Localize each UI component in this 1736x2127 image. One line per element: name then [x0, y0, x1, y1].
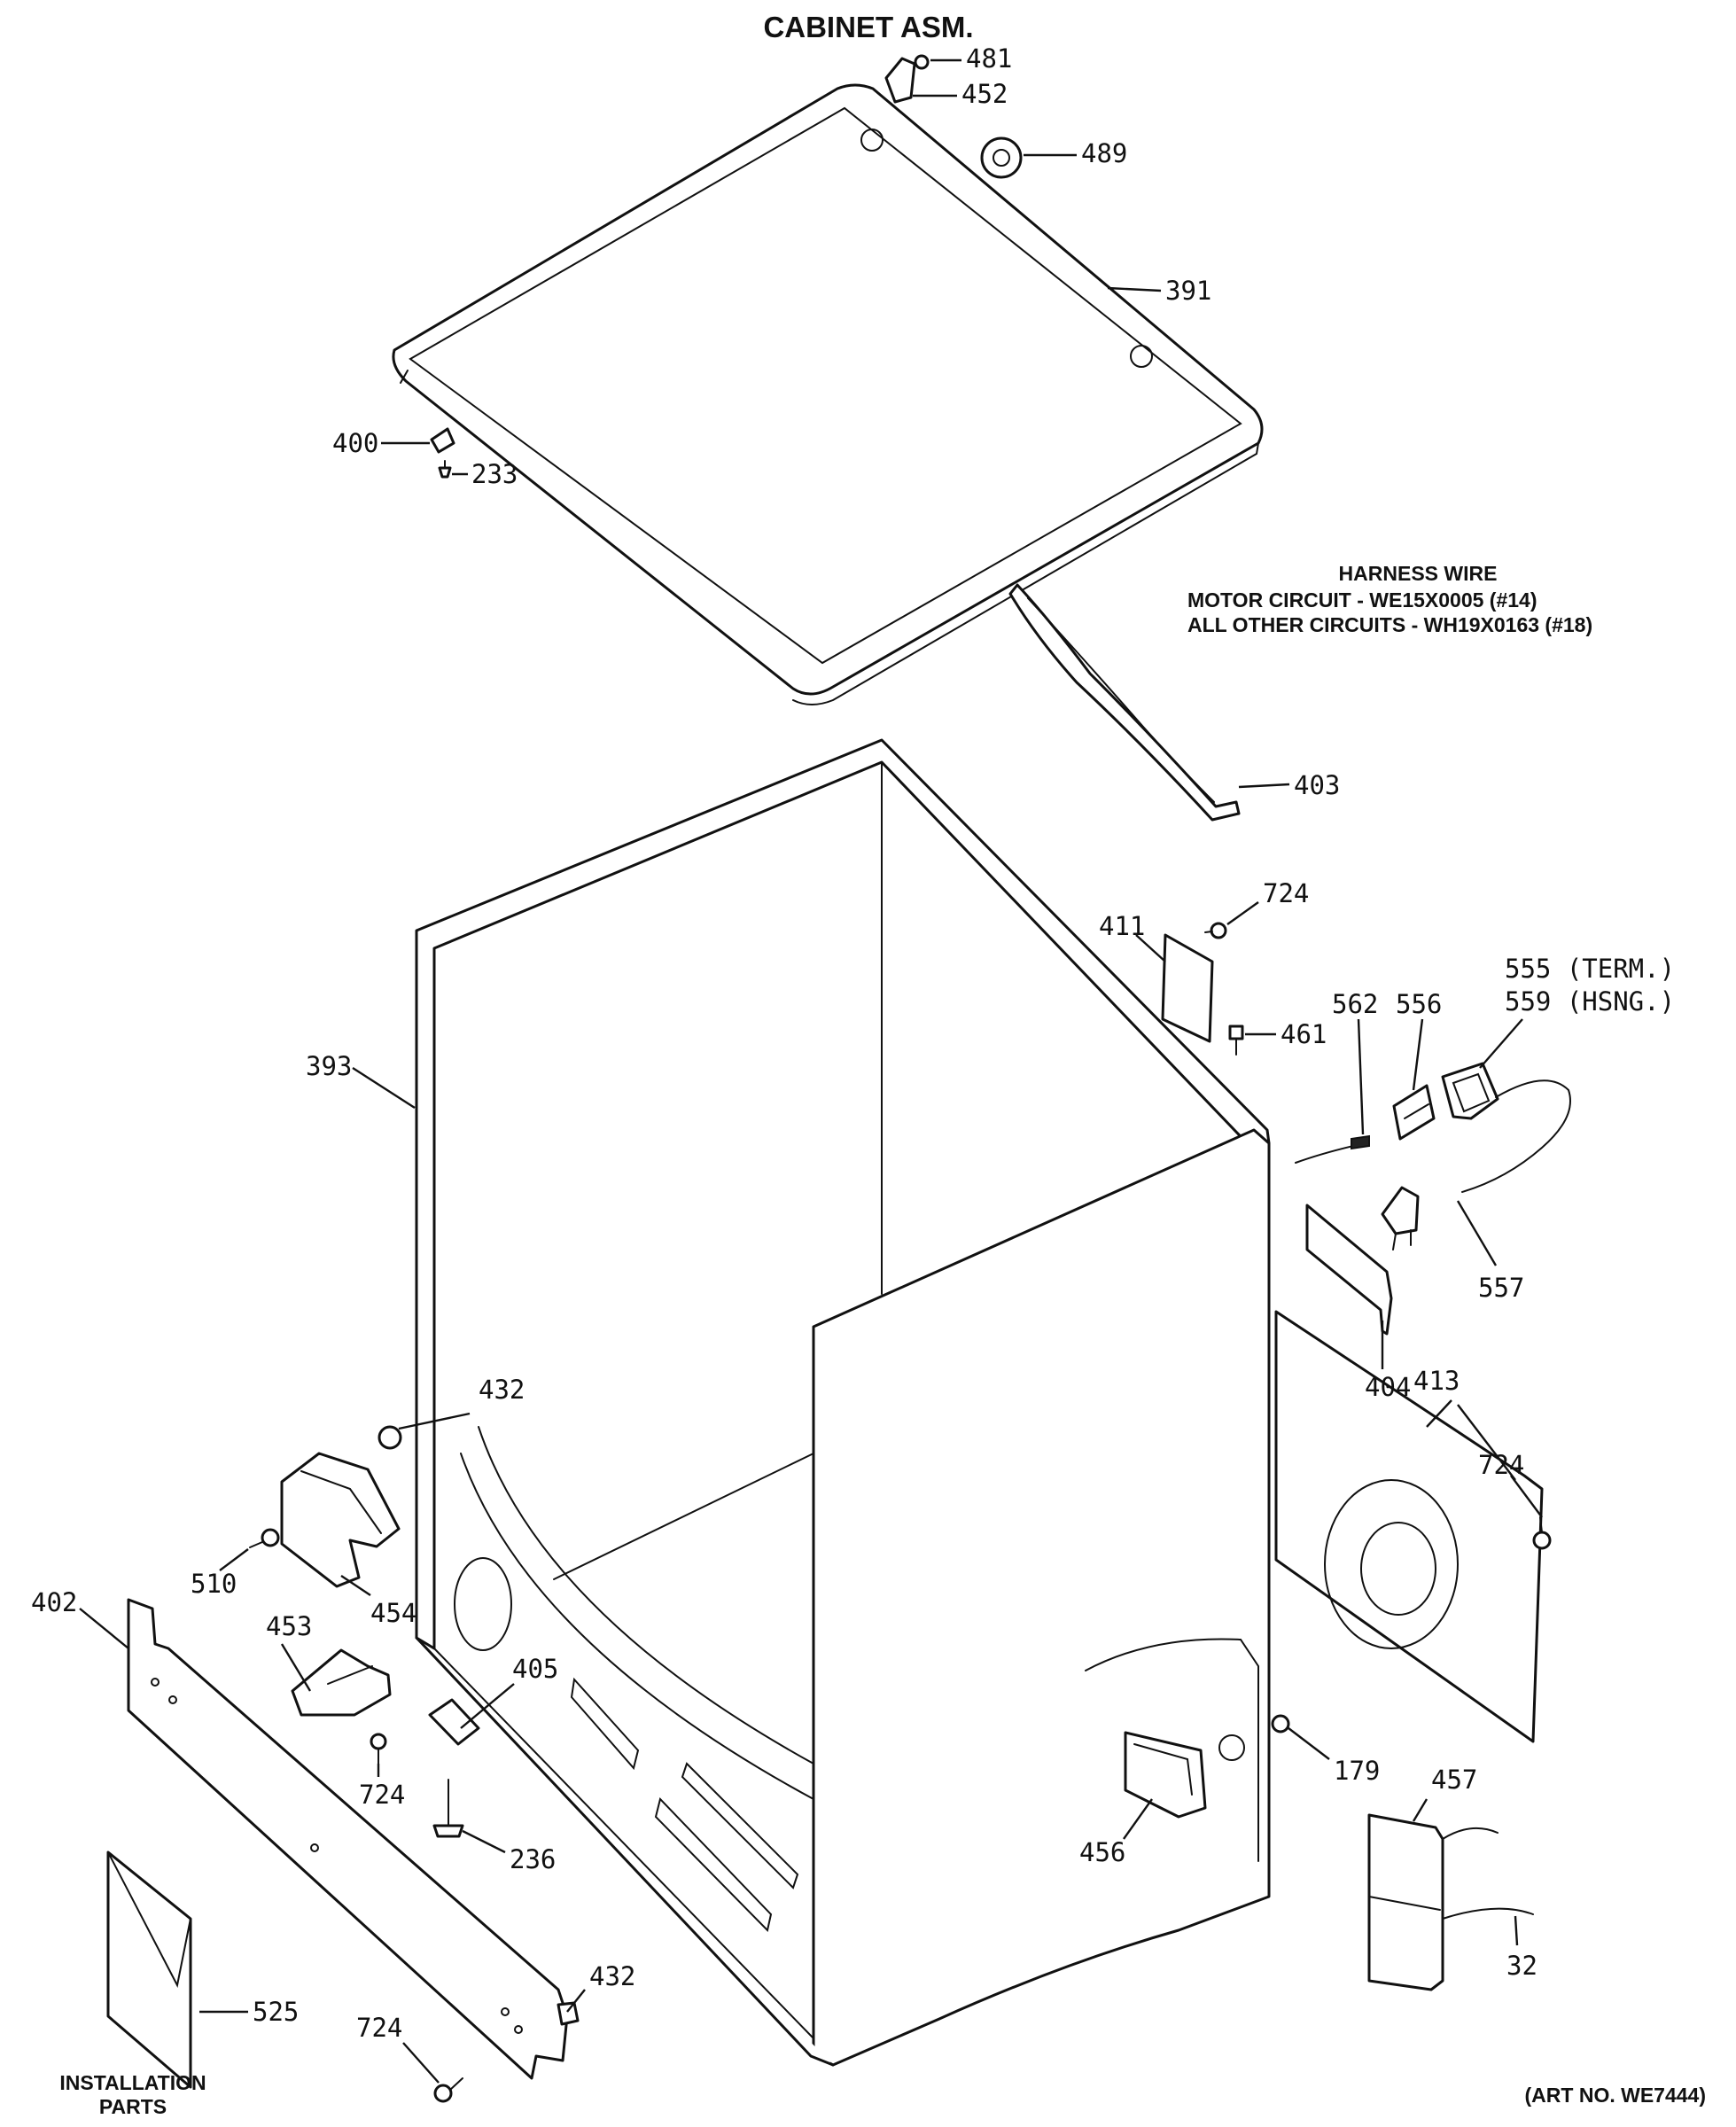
- bracket-404: [1305, 1204, 1393, 1336]
- callout-724-top: 724: [1263, 878, 1309, 908]
- screw-724d: [433, 2077, 463, 2103]
- callout-393: 393: [306, 1051, 352, 1081]
- harness-wire-403: [1008, 583, 1241, 822]
- callout-453: 453: [266, 1611, 312, 1641]
- housing-555-559: [1441, 1062, 1499, 1120]
- callout-233: 233: [471, 459, 518, 489]
- installation-envelope-525: [106, 1850, 192, 2089]
- power-cord-557: [1381, 1079, 1571, 1250]
- clip-405: [428, 1698, 480, 1746]
- callout-481: 481: [966, 43, 1012, 74]
- callout-461: 461: [1281, 1019, 1327, 1049]
- back-panel-413: [1274, 1310, 1544, 1743]
- callout-413: 413: [1413, 1366, 1460, 1396]
- callout-724-right: 724: [1478, 1450, 1524, 1480]
- duct-457: [1367, 1813, 1534, 1991]
- grommet-489: [980, 136, 1023, 179]
- callout-391: 391: [1165, 276, 1211, 306]
- callout-405: 405: [512, 1654, 558, 1684]
- callout-numbers: 481 452 489 391 400 233 403 724 411 461 …: [31, 43, 1675, 2043]
- screw-724c: [370, 1733, 387, 1765]
- hinge-452: [884, 54, 930, 104]
- callout-403: 403: [1294, 770, 1340, 800]
- callout-32: 32: [1506, 1951, 1537, 1981]
- harness-wire-note: HARNESS WIRE MOTOR CIRCUIT - WE15X0005 (…: [1187, 562, 1592, 636]
- washer-432a: [378, 1425, 402, 1450]
- terminal-block-556: [1392, 1084, 1436, 1141]
- washer-432b: [557, 2001, 580, 2026]
- callout-432-lower: 432: [589, 1961, 635, 1991]
- leg-236: [432, 1779, 464, 1838]
- callout-404: 404: [1365, 1372, 1411, 1402]
- screw-724a: [1204, 922, 1227, 939]
- callout-555: 555 (TERM.): [1505, 954, 1675, 984]
- callout-432-upper: 432: [479, 1375, 525, 1405]
- callout-179: 179: [1334, 1756, 1380, 1786]
- callout-411: 411: [1099, 911, 1145, 941]
- callout-559: 559 (HSNG.): [1505, 986, 1675, 1017]
- installation-label-line-1: INSTALLATION: [59, 2071, 206, 2094]
- callout-556: 556: [1396, 989, 1442, 1019]
- wire-562: [1295, 1134, 1370, 1164]
- harness-heading: HARNESS WIRE: [1339, 562, 1498, 585]
- callout-562: 562: [1332, 989, 1378, 1019]
- callout-402: 402: [31, 1587, 77, 1617]
- callout-400: 400: [332, 428, 378, 458]
- callout-456: 456: [1079, 1837, 1125, 1867]
- callout-452: 452: [961, 79, 1008, 109]
- plate-411: [1161, 933, 1214, 1043]
- art-number: (ART NO. WE7444): [1525, 2084, 1706, 2107]
- screw-179: [1271, 1714, 1290, 1734]
- bracket-453: [291, 1648, 392, 1717]
- top-cover-391: [392, 83, 1264, 705]
- callout-525: 525: [253, 1997, 299, 2027]
- bracket-456: [1124, 1731, 1207, 1819]
- callout-724-lower: 724: [359, 1780, 405, 1810]
- bracket-454: [280, 1452, 401, 1588]
- callout-557: 557: [1478, 1273, 1524, 1303]
- callout-489: 489: [1081, 138, 1127, 168]
- leader-lines: [79, 58, 1543, 2084]
- harness-line-2: ALL OTHER CIRCUITS - WH19X0163 (#18): [1187, 613, 1592, 636]
- screw-233: [438, 460, 452, 479]
- callout-454: 454: [370, 1598, 416, 1628]
- cabinet-393: [415, 738, 1271, 2067]
- installation-label-line-2: PARTS: [99, 2095, 167, 2118]
- callout-457: 457: [1431, 1765, 1477, 1795]
- installation-parts-label: INSTALLATION PARTS: [59, 2071, 206, 2118]
- callout-236: 236: [510, 1844, 556, 1874]
- callout-510: 510: [191, 1569, 237, 1599]
- clip-400: [430, 427, 455, 454]
- callout-724-bottom: 724: [356, 2013, 402, 2043]
- diagram-title: CABINET ASM.: [763, 11, 973, 43]
- screw-510: [249, 1528, 280, 1548]
- harness-line-1: MOTOR CIRCUIT - WE15X0005 (#14): [1187, 588, 1537, 612]
- screw-461: [1228, 1025, 1244, 1056]
- screw-724b: [1532, 1516, 1552, 1550]
